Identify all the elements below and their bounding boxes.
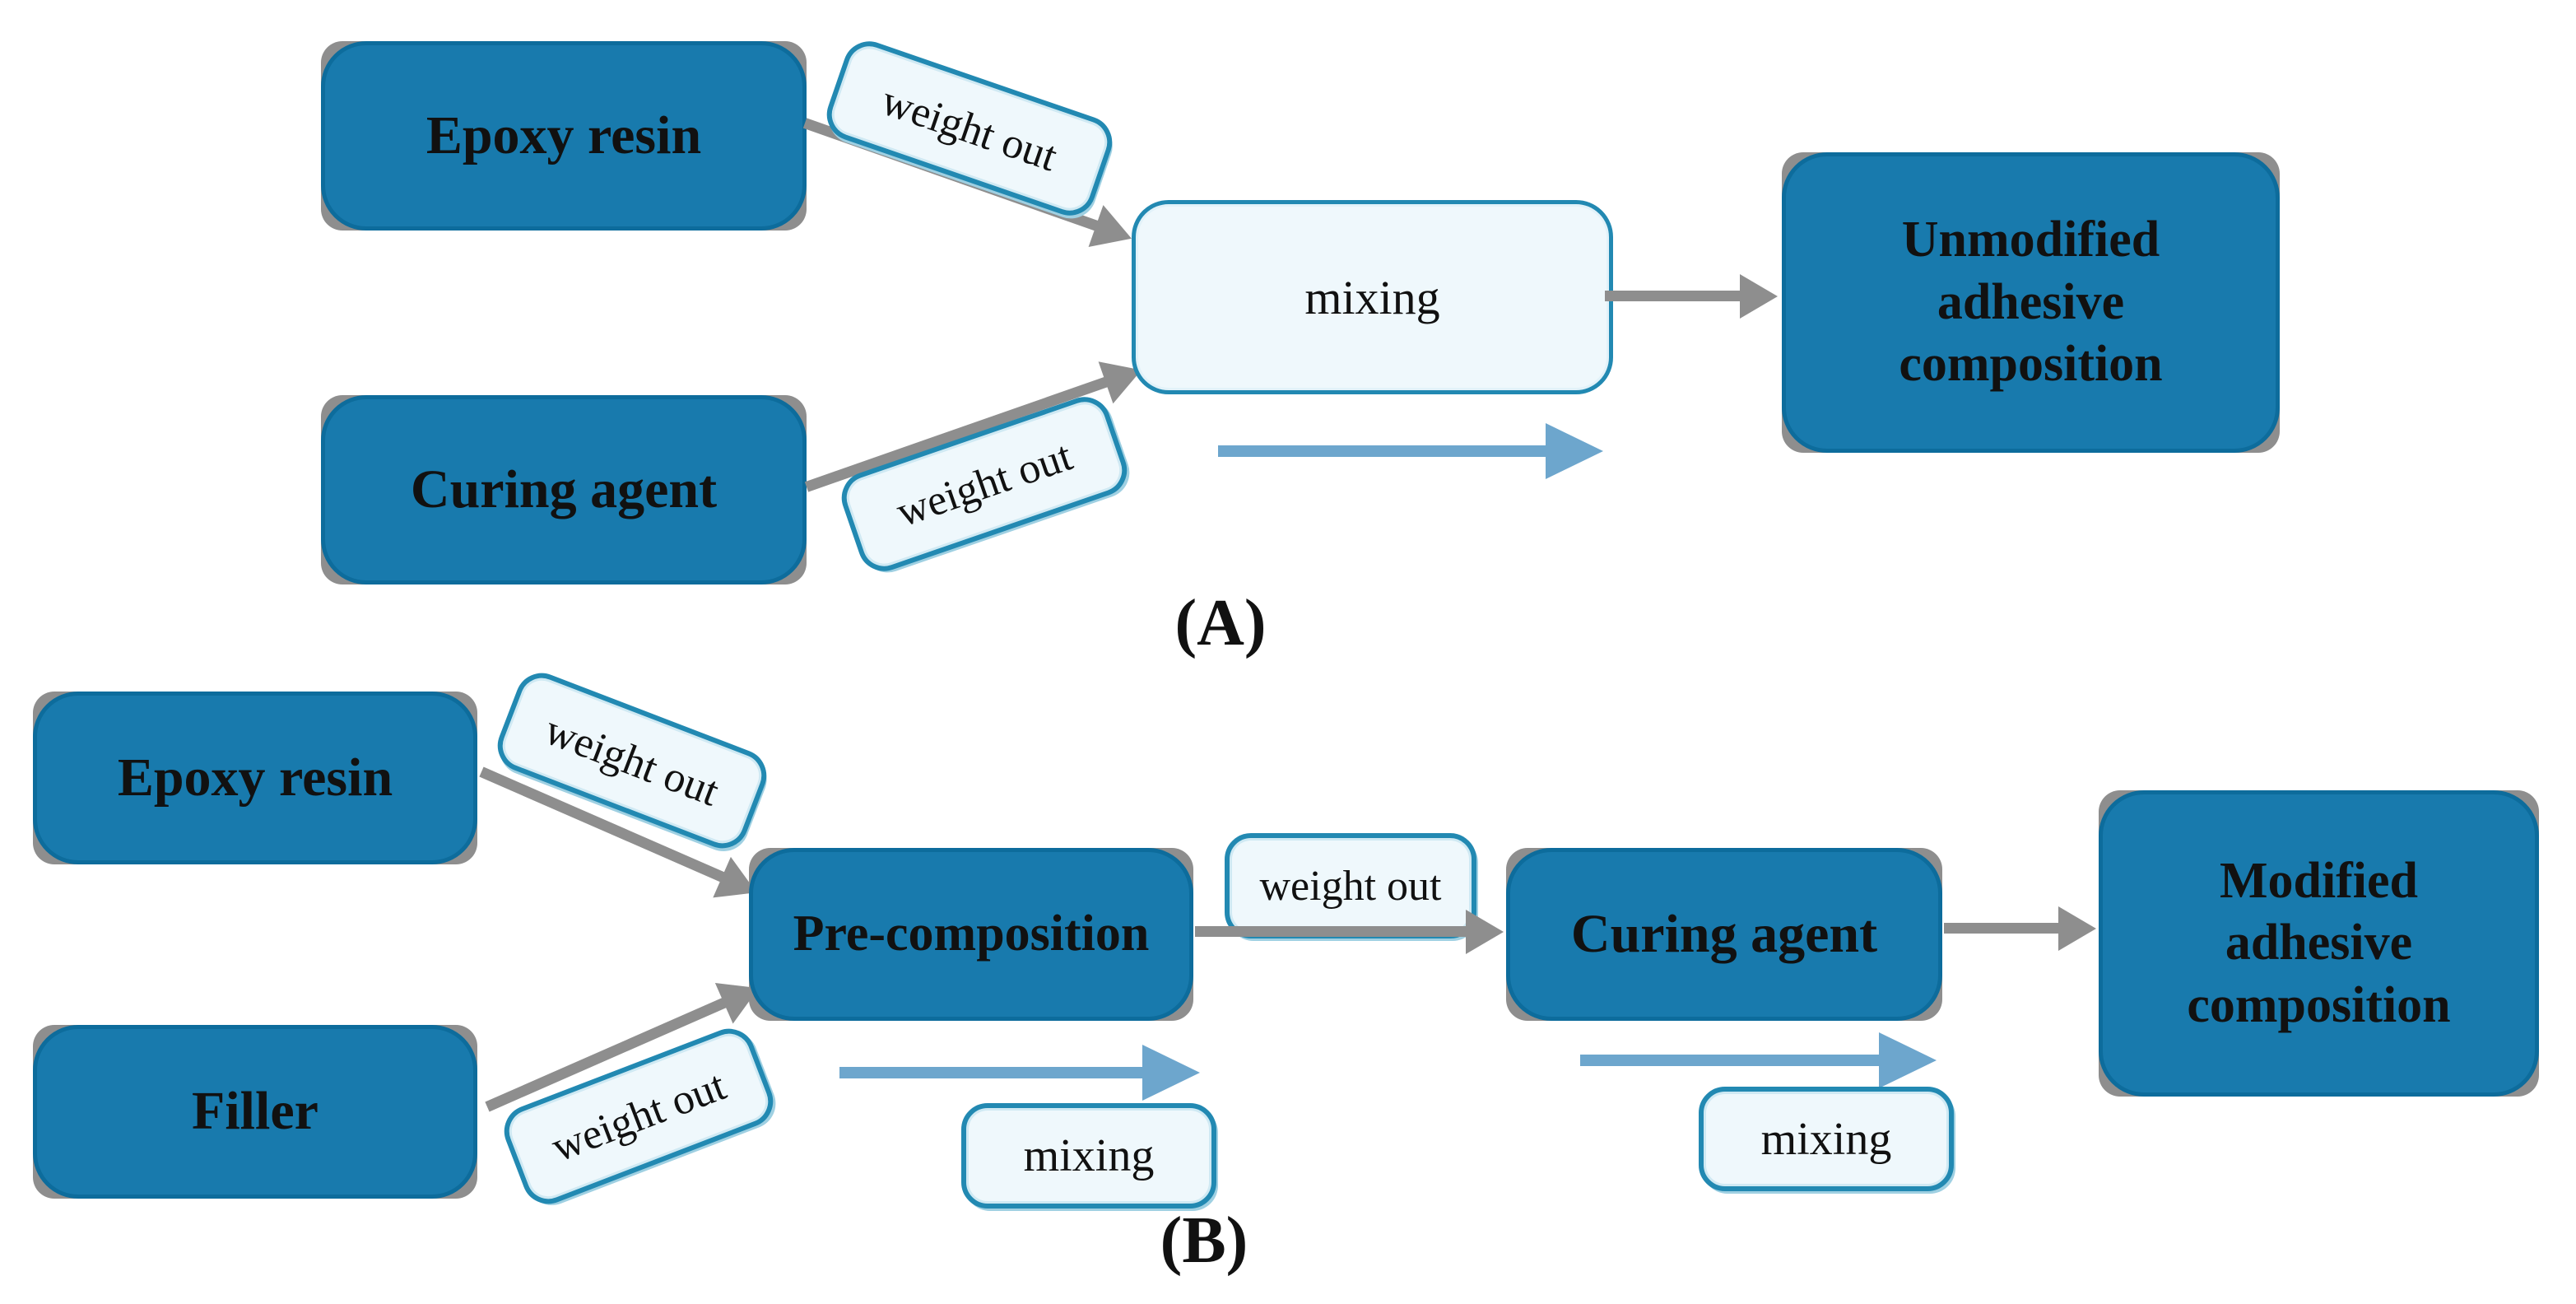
weight-out-text: weight out [545, 1061, 732, 1171]
panel-b-filler-box-face: Filler [33, 1025, 477, 1199]
panel-a-epoxy-resin-label: Epoxy resin [425, 105, 702, 165]
panel-b-weight-out-mid-label: weight out [1225, 833, 1476, 938]
panel-b-curing-agent-label: Curing agent [1570, 903, 1878, 964]
arrowhead-icon [2058, 906, 2096, 951]
panel-b-epoxy-resin-box: Epoxy resin [33, 692, 477, 864]
arrowhead-icon [1546, 423, 1603, 479]
panel-b-flow-arrow-2 [1580, 1032, 1937, 1088]
panel-a-curing-agent-label: Curing agent [410, 459, 718, 519]
panel-a-flow-arrow [1218, 423, 1603, 479]
result-line: adhesive [1937, 273, 2125, 330]
panel-b-connector-precomp-to-curing [1195, 909, 1504, 954]
panel-b-flow-arrow-1 [839, 1045, 1200, 1101]
arrowhead-icon [1740, 273, 1778, 319]
result-line: adhesive [2225, 915, 2413, 971]
panel-a-tag: (A) [1174, 587, 1267, 659]
panel-a-epoxy-resin-box: Epoxy resin [321, 41, 807, 231]
panel-b-filler-label: Filler [192, 1081, 319, 1142]
arrowhead-icon [1142, 1045, 1200, 1101]
panel-b-mixing-label-1: mixing [961, 1103, 1216, 1209]
panel-b-connector-curing-to-result [1944, 906, 2096, 951]
result-line: Unmodified [1901, 212, 2160, 268]
panel-b-pre-composition-label: Pre-composition [793, 906, 1150, 962]
panel-a-epoxy-resin-box-face: Epoxy resin [321, 41, 807, 231]
panel-b-result-label: Modified adhesive composition [2187, 850, 2450, 1037]
result-line: composition [2187, 976, 2451, 1033]
panel-a-mixing-label: mixing [1304, 270, 1440, 324]
arrowhead-icon [1466, 909, 1504, 954]
panel-b-weight-out-filler-label: weight out [496, 1021, 781, 1212]
result-line: Modified [2219, 852, 2419, 909]
weight-out-text: weight out [1259, 862, 1442, 910]
panel-a-curing-agent-box: Curing agent [321, 395, 807, 584]
panel-b-pre-composition-box-face: Pre-composition [749, 848, 1193, 1021]
panel-a-mixing-box: mixing [1132, 200, 1613, 394]
panel-b-result-box-face: Modified adhesive composition [2099, 790, 2539, 1097]
panel-b-pre-composition-box: Pre-composition [749, 848, 1193, 1021]
panel-b-curing-agent-box: Curing agent [1506, 848, 1942, 1021]
panel-b-epoxy-resin-label: Epoxy resin [117, 747, 393, 808]
panel-a-result-label: Unmodified adhesive composition [1899, 209, 2162, 396]
panel-b-curing-agent-box-face: Curing agent [1506, 848, 1942, 1021]
panel-a-result-box: Unmodified adhesive composition [1782, 152, 2280, 453]
panel-a-curing-agent-box-face: Curing agent [321, 395, 807, 584]
mixing-text: mixing [1760, 1113, 1892, 1165]
mixing-text: mixing [1023, 1130, 1155, 1181]
panel-a-result-box-face: Unmodified adhesive composition [1782, 152, 2280, 453]
panel-b-mixing-label-2: mixing [1699, 1087, 1954, 1191]
panel-b-tag: (B) [1160, 1204, 1248, 1277]
weight-out-text: weight out [538, 706, 726, 816]
weight-out-text: weight out [876, 77, 1063, 180]
panel-b-weight-out-epoxy-label: weight out [490, 665, 774, 856]
arrowhead-icon [1879, 1032, 1937, 1088]
result-line: composition [1899, 336, 2163, 393]
panel-a-connector-mixing-to-result [1605, 273, 1778, 319]
panel-b-result-box: Modified adhesive composition [2099, 790, 2539, 1097]
panel-b-epoxy-resin-box-face: Epoxy resin [33, 692, 477, 864]
panel-b-filler-box: Filler [33, 1025, 477, 1199]
panel-a-weight-out-top-label: weight out [820, 34, 1119, 223]
